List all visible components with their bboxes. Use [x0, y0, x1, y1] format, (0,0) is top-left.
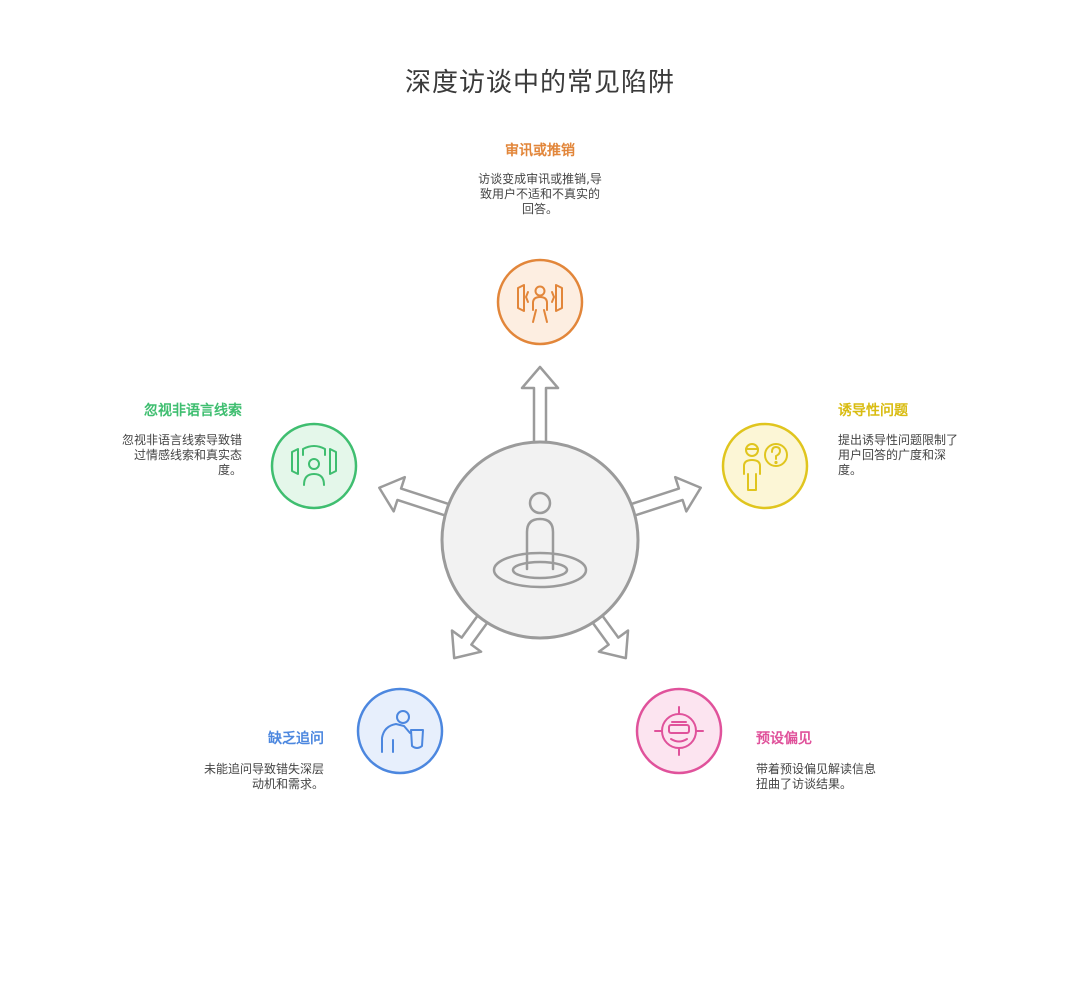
label-ignore-nonverbal: 忽视非语言线索 [144, 403, 242, 419]
hub-circle [440, 440, 640, 640]
person-cup-icon [381, 710, 424, 753]
arrow-upper-right [627, 475, 702, 518]
arrow-upper-left [378, 475, 453, 518]
label-preconceived-bias: 预设偏见 [756, 731, 812, 747]
person-in-target-icon [492, 491, 588, 589]
desc-ignore-nonverbal: 忽视非语言线索导致错 过情感线索和真实态 度。 [121, 433, 242, 477]
label-leading-questions: 诱导性问题 [838, 403, 908, 419]
desc-interrogation: 访谈变成审讯或推销,导 致用户不适和不真实的 回答。 [478, 172, 602, 216]
node-interrogation [496, 258, 584, 346]
node-ignore-nonverbal [270, 422, 358, 510]
desc-lack-followup: 未能追问导致错失深层 动机和需求。 [203, 762, 324, 791]
node-leading-questions [721, 422, 809, 510]
arrow-lower-right [589, 612, 630, 660]
node-preconceived-bias [635, 687, 723, 775]
biased-target-icon [654, 706, 704, 756]
desc-preconceived-bias: 带着预设偏见解读信息 扭曲了访谈结果。 [756, 762, 877, 791]
question-person-icon [743, 443, 788, 491]
label-interrogation: 审讯或推销 [505, 143, 575, 159]
page-title: 深度访谈中的常见陷阱 [404, 68, 675, 98]
desc-leading-questions: 提出诱导性问题限制了 用户回答的广度和深 度。 [838, 433, 959, 477]
node-lack-followup [356, 687, 444, 775]
arrow-lower-left [450, 612, 491, 660]
label-lack-followup: 缺乏追问 [268, 731, 324, 747]
nonverbal-cues-icon [291, 445, 337, 486]
arrow-up [520, 365, 560, 447]
interrogation-icon [517, 284, 563, 323]
